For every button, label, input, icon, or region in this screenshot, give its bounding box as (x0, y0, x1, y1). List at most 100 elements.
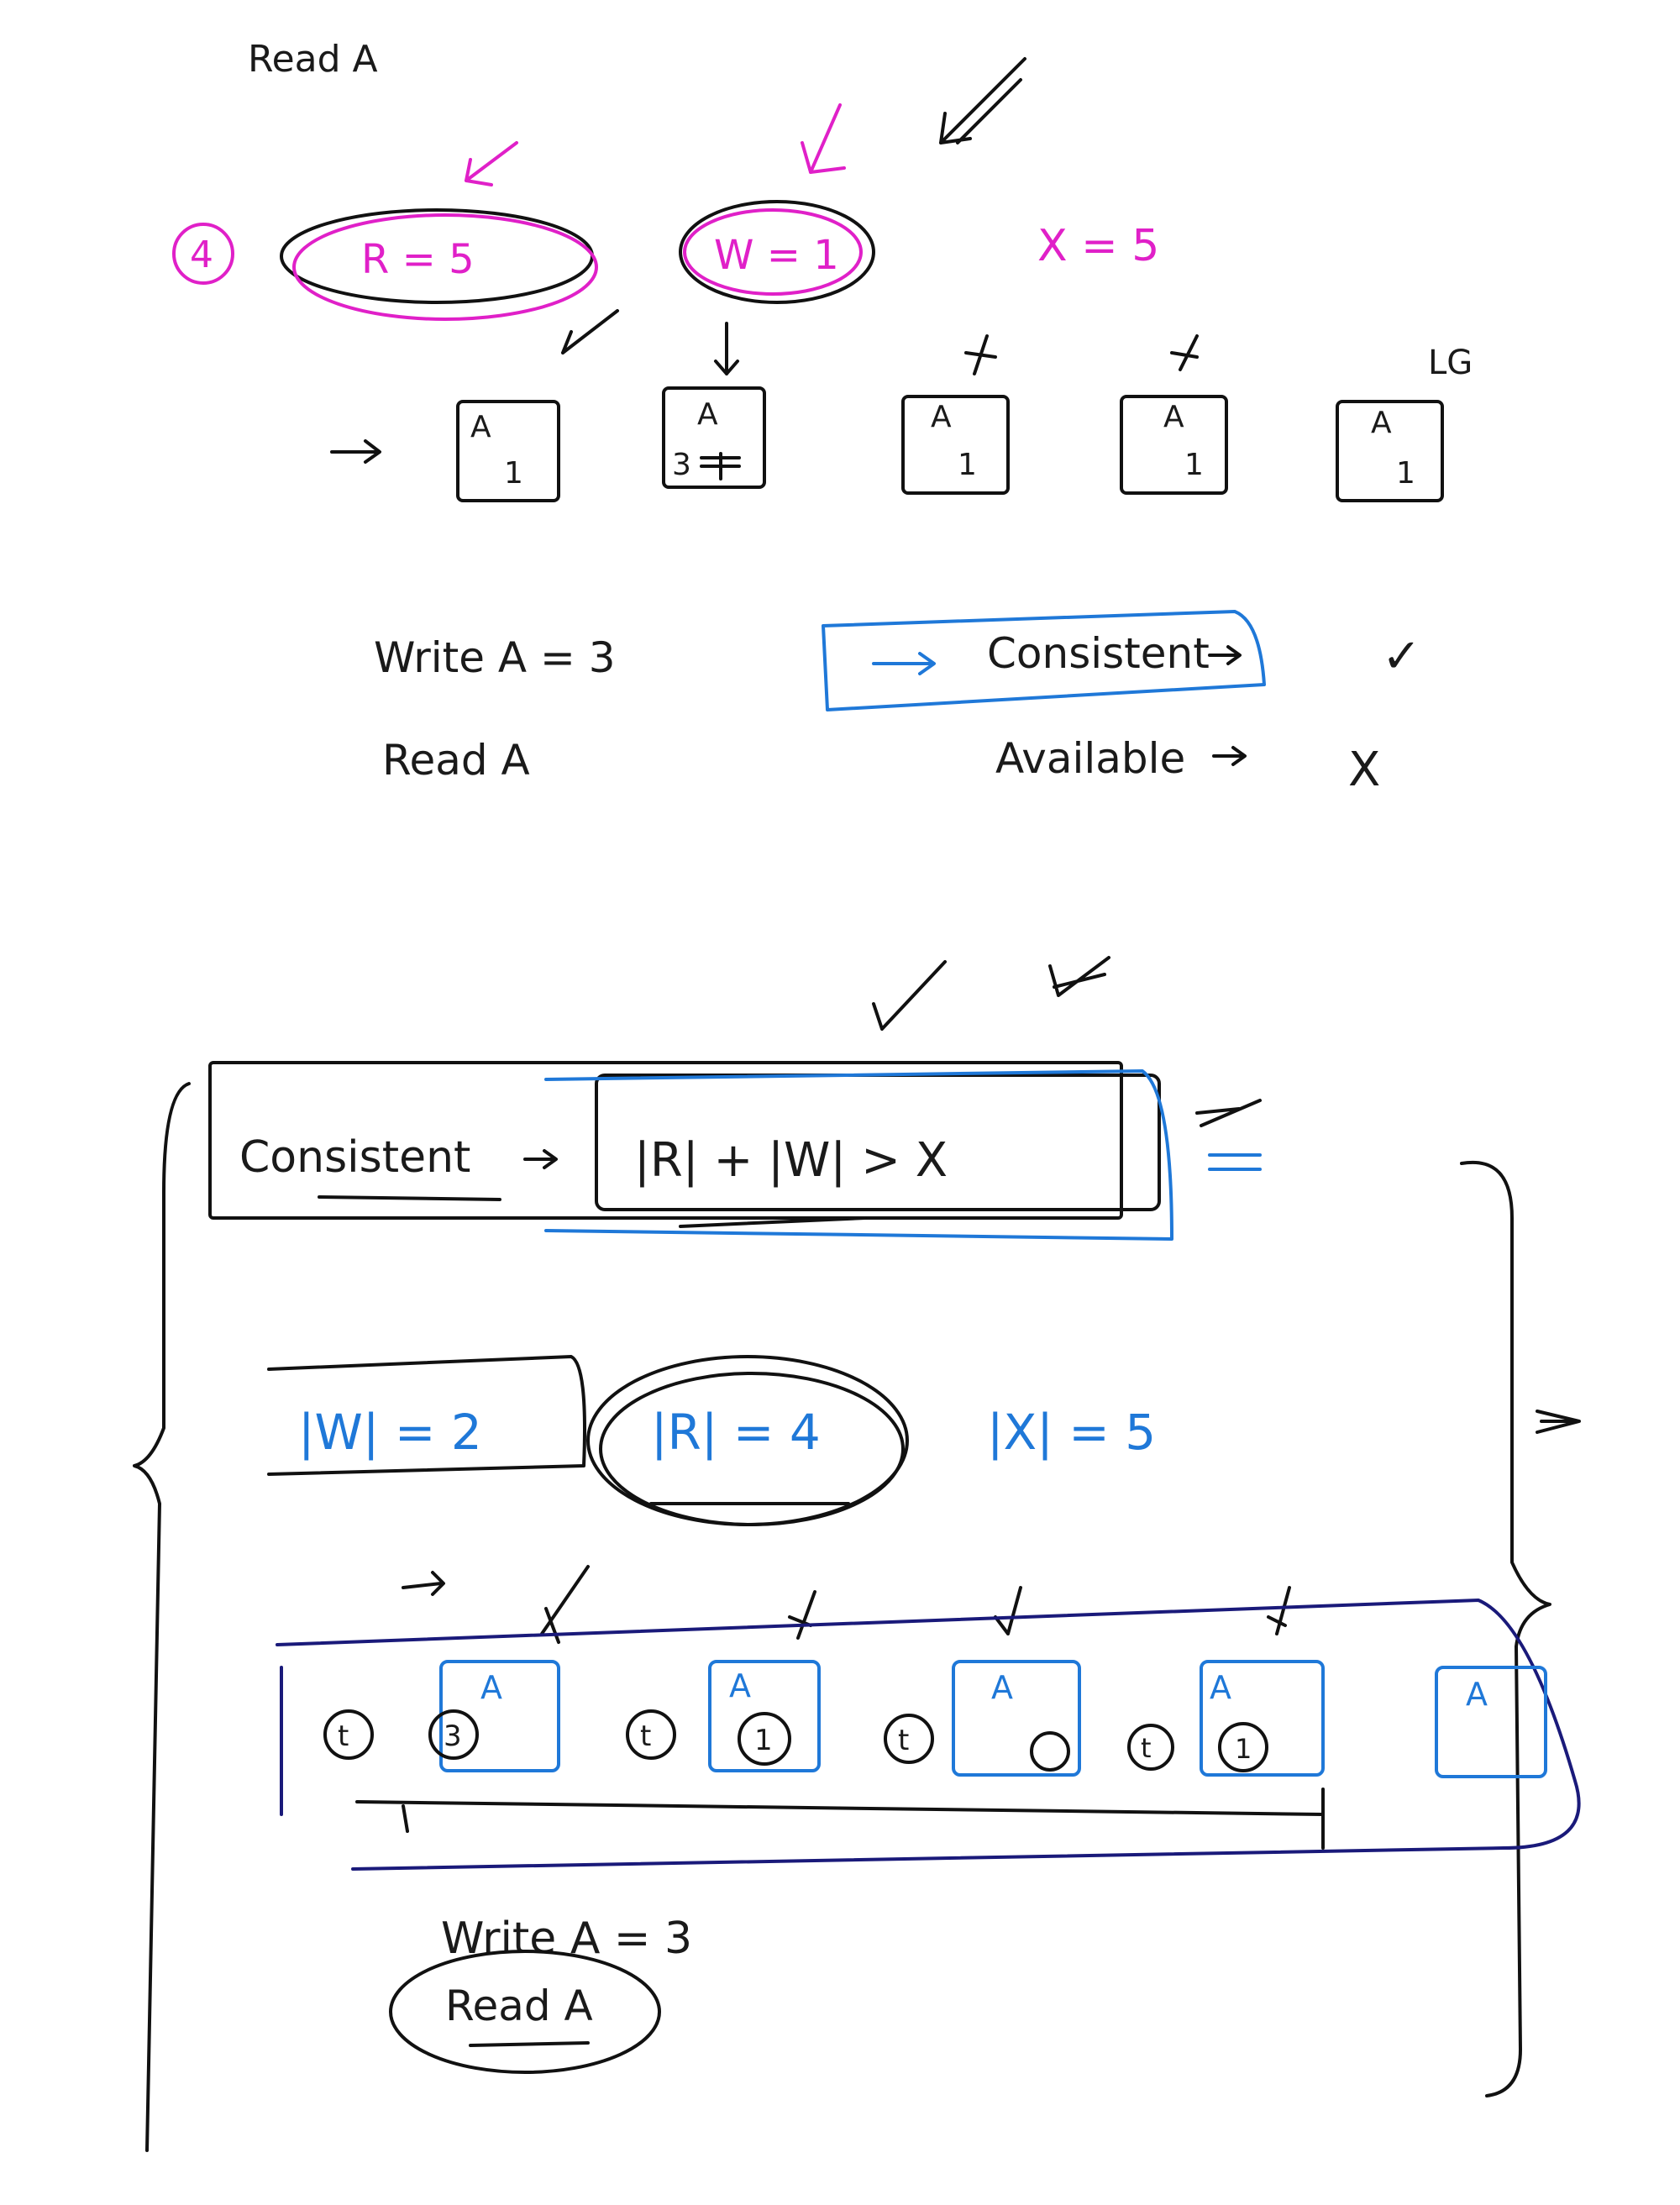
timestamp-circle (323, 1709, 374, 1760)
value-circle (1218, 1722, 1268, 1772)
arrow-icon (330, 439, 381, 464)
quorum-number-circle (172, 223, 234, 285)
arrow-icon (872, 652, 936, 675)
top-replica-3: A 1 (901, 395, 1010, 495)
underline (318, 1195, 501, 1201)
check-mark (788, 1590, 816, 1640)
replica-value: 1 (1184, 448, 1204, 482)
top-available-label: Available (995, 734, 1185, 783)
check-mark (1267, 1586, 1291, 1635)
replica-key: A (1163, 400, 1184, 434)
top-heading: Read A (248, 38, 378, 81)
replica-group-outline (276, 1599, 1581, 1871)
replica-key: A (729, 1667, 751, 1704)
down-arrow-mark (561, 309, 619, 354)
replica-tag: t (1141, 1732, 1152, 1764)
down-arrow-mark (714, 322, 739, 375)
top-replica-5: A 1 (1336, 400, 1444, 502)
scribble-mark (700, 452, 741, 480)
w-value-box (267, 1355, 586, 1476)
bottom-replica-4: A t 1 (1127, 1660, 1325, 1777)
replica-key: A (480, 1669, 502, 1706)
down-arrow-mark (964, 334, 997, 375)
w-quorum-label: W = 1 (714, 232, 839, 279)
available-cross: X (1348, 743, 1380, 797)
value-circle (428, 1709, 479, 1760)
check-mark (994, 1586, 1022, 1635)
down-arrow-mark (1170, 334, 1199, 371)
replica-value: 1 (1396, 456, 1415, 491)
replica-value: 3 (444, 1719, 462, 1753)
check-mark (1048, 956, 1110, 997)
replica-tag: t (338, 1719, 349, 1753)
replica-key: A (931, 400, 952, 434)
count-mark: LG (1428, 344, 1473, 382)
timestamp-circle (626, 1709, 676, 1760)
top-write-op: Write A = 3 (374, 633, 616, 682)
consistent-box (822, 610, 1266, 711)
right-brace (1460, 1160, 1551, 2097)
formula-outer-box (208, 1061, 1123, 1220)
replica-key: A (1371, 406, 1392, 440)
replica-key: A (470, 410, 491, 444)
r-value-ellipse (599, 1372, 905, 1526)
r-quorum-pink-ellipse (292, 213, 598, 321)
replica-value: 1 (1235, 1733, 1252, 1765)
value-circle (738, 1712, 791, 1766)
bottom-replica-2: A t 1 (626, 1660, 821, 1772)
replica-key: A (1466, 1676, 1488, 1713)
replica-tag: t (898, 1724, 909, 1757)
timestamp-circle (884, 1714, 934, 1764)
bottom-consistent-label: Consistent (239, 1132, 470, 1183)
replica-tag: t (640, 1719, 651, 1753)
replica-value: 1 (754, 1724, 773, 1757)
check-mark (540, 1565, 590, 1644)
top-replica-1: A 1 (456, 400, 560, 502)
check-mark (872, 960, 947, 1031)
bottom-replica-5: A (1435, 1666, 1547, 1778)
left-brace (133, 1082, 191, 2152)
r-value: |R| = 4 (651, 1404, 821, 1461)
replica-value: 3 (672, 448, 691, 482)
arrow-icon (402, 1571, 445, 1596)
top-replica-4: A 1 (1120, 395, 1228, 495)
arrow-mark (939, 57, 1026, 144)
x-total-label: X = 5 (1037, 221, 1159, 271)
underline (679, 1216, 867, 1228)
replica-value: 1 (504, 456, 523, 491)
w-quorum-pink-ellipse (683, 208, 863, 296)
bottom-replica-1: A t 3 (323, 1660, 560, 1772)
formula-blue-box (544, 1069, 1173, 1241)
timestamp-circle (1127, 1724, 1174, 1771)
read-op-ellipse (389, 1950, 661, 2074)
timeline-line (355, 1788, 1325, 1850)
arrow-icon (523, 1149, 558, 1169)
w-quorum-ellipse (679, 200, 875, 304)
replica-key: A (697, 397, 718, 432)
pink-arrow-mark (801, 103, 846, 174)
equals-mark (1208, 1153, 1262, 1171)
x-value: |X| = 5 (987, 1404, 1156, 1461)
replica-key: A (1210, 1669, 1231, 1706)
consistent-check: ✓ (1382, 629, 1421, 684)
top-consistent-label: Consistent (987, 629, 1210, 678)
formula-text: |R| + |W| > X (634, 1133, 948, 1188)
quorum-number: 4 (190, 234, 213, 276)
r-quorum-label: R = 5 (361, 236, 475, 283)
top-replica-2: A 3 (662, 386, 766, 489)
implies-arrow (1536, 1410, 1581, 1434)
pink-arrow-mark (465, 141, 518, 186)
w-value: |W| = 2 (298, 1404, 482, 1461)
check-mark (1195, 1099, 1262, 1127)
top-read-op: Read A (382, 736, 530, 785)
arrow-icon (1212, 746, 1247, 766)
underline (469, 2041, 590, 2047)
bottom-replica-3: A t (884, 1660, 1081, 1777)
bottom-read-op: Read A (445, 1982, 593, 2030)
replica-value: 1 (958, 448, 977, 482)
replica-key: A (991, 1669, 1013, 1706)
value-circle (1030, 1731, 1070, 1772)
arrow-icon (1208, 645, 1242, 665)
